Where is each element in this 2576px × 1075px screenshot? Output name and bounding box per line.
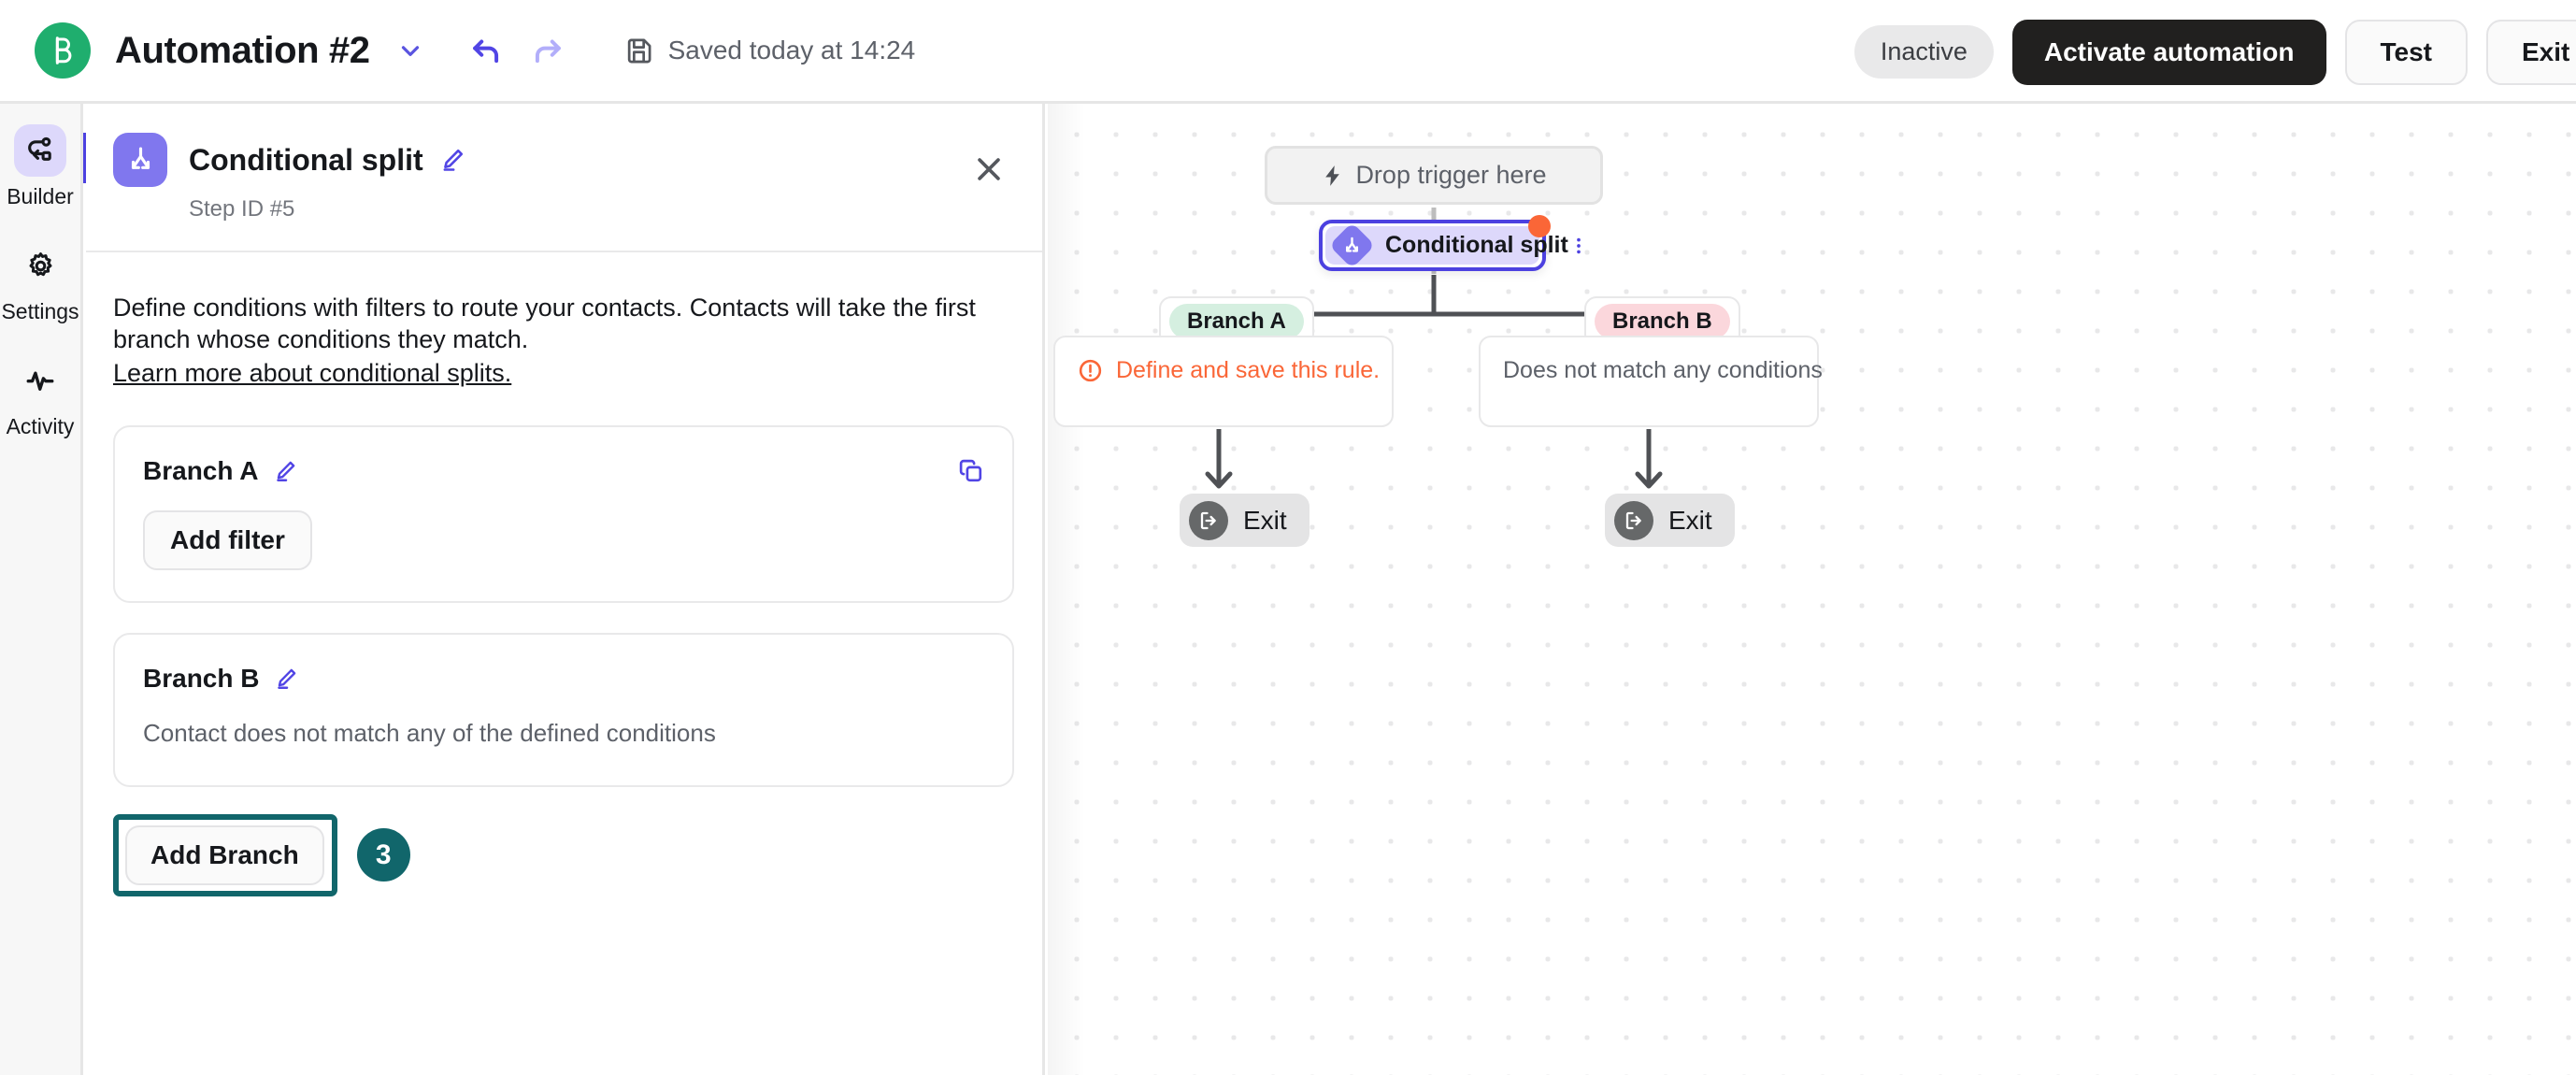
branch-b-subtitle: Contact does not match any of the define… — [143, 718, 716, 747]
redo-arrow-icon[interactable] — [525, 28, 570, 73]
branch-a-rule-card[interactable]: Define and save this rule. — [1053, 336, 1394, 427]
branch-a-exit-node[interactable]: Exit — [1180, 494, 1309, 547]
exit-door-arrow-icon — [1614, 500, 1653, 540]
flow-canvas[interactable]: Drop trigger here Conditional split — [1048, 104, 2576, 1075]
save-timestamp: Saved today at 14:24 — [667, 36, 916, 64]
drop-trigger-label: Drop trigger here — [1355, 161, 1547, 189]
branch-b-card: Branch B Contact does not match any of t… — [113, 632, 1014, 787]
alert-status-dot — [1528, 215, 1551, 237]
branch-a-chip-label: Branch A — [1169, 304, 1304, 339]
sidebar-item-label: Activity — [6, 414, 75, 438]
flow-builder-icon — [14, 124, 66, 177]
annotation-step-badge: 3 — [356, 828, 410, 882]
branch-a-name: Branch A — [143, 455, 259, 485]
conditional-split-icon — [1328, 222, 1376, 269]
top-bar-actions: Inactive Activate automation Test Exit — [1853, 0, 2576, 104]
undo-arrow-icon[interactable] — [464, 28, 508, 73]
kebab-menu-icon[interactable] — [1568, 236, 1589, 256]
branch-b-chip-label: Branch B — [1595, 304, 1730, 339]
exit-node-label: Exit — [1668, 505, 1712, 535]
branch-a-rule-text: Define and save this rule. — [1116, 357, 1381, 383]
branch-a-card: Branch A Add filter — [113, 424, 1014, 603]
panel-title: Conditional split — [189, 142, 423, 177]
panel-header: Conditional split Step ID #5 — [86, 104, 1042, 252]
save-status: Saved today at 14:24 — [624, 36, 916, 65]
sidebar-item-settings[interactable]: Settings — [0, 239, 82, 324]
top-bar: Automation #2 — [0, 0, 2576, 104]
conditional-split-node[interactable]: Conditional split — [1319, 215, 1581, 271]
pencil-edit-icon[interactable] — [274, 666, 298, 691]
branch-b-name: Branch B — [143, 663, 260, 693]
alert-circle-icon — [1078, 358, 1103, 383]
panel-body: Define conditions with filters to route … — [86, 252, 1042, 896]
exit-button-wrapper: Exit — [2486, 19, 2576, 85]
add-filter-button[interactable]: Add filter — [143, 509, 312, 570]
add-branch-row: Add Branch 3 — [113, 813, 1014, 896]
learn-more-link[interactable]: Learn more about conditional splits. — [113, 358, 512, 387]
drop-trigger-placeholder[interactable]: Drop trigger here — [1265, 146, 1603, 205]
exit-node-label: Exit — [1243, 505, 1287, 535]
pencil-edit-icon[interactable] — [439, 147, 465, 173]
pencil-edit-icon[interactable] — [273, 459, 297, 483]
page-title: Automation #2 — [115, 29, 370, 71]
sidebar-item-activity[interactable]: Activity — [0, 354, 82, 439]
status-badge: Inactive — [1853, 25, 1994, 79]
conditional-split-icon — [113, 133, 167, 187]
step-config-panel: Conditional split Step ID #5 Define cond… — [86, 104, 1045, 1075]
brand-b-logo-icon[interactable] — [35, 22, 91, 79]
branch-b-rule-text: Does not match any conditions — [1503, 357, 1823, 383]
branch-b-rule-card[interactable]: Does not match any conditions — [1479, 336, 1823, 427]
gear-icon — [14, 239, 66, 292]
activate-automation-button[interactable]: Activate automation — [2011, 19, 2326, 85]
exit-button[interactable]: Exit — [2486, 19, 2576, 85]
lightning-bolt-icon — [1321, 164, 1345, 188]
add-branch-highlight: Add Branch — [113, 813, 337, 896]
panel-description: Define conditions with filters to route … — [113, 294, 976, 354]
floppy-disk-icon — [624, 36, 653, 65]
chevron-down-icon[interactable] — [391, 31, 430, 70]
branch-b-exit-node[interactable]: Exit — [1605, 494, 1735, 547]
add-branch-button[interactable]: Add Branch — [125, 824, 324, 885]
pulse-activity-icon — [14, 354, 66, 407]
left-nav-rail: Builder Settings Activity — [0, 104, 83, 1075]
sidebar-item-label: Builder — [7, 184, 74, 208]
close-x-icon[interactable] — [968, 149, 1009, 190]
step-id-label: Step ID #5 — [189, 196, 295, 222]
flow-connectors — [1205, 208, 1663, 489]
sidebar-item-label: Settings — [1, 299, 79, 323]
duplicate-copy-icon[interactable] — [957, 457, 984, 484]
sidebar-item-builder[interactable]: Builder — [0, 124, 82, 209]
test-button[interactable]: Test — [2344, 19, 2468, 85]
exit-door-arrow-icon — [1189, 500, 1228, 540]
